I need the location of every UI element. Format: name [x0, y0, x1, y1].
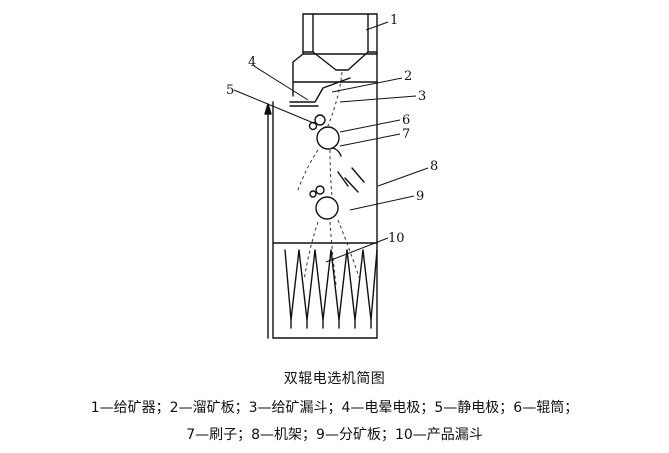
- static-electrode: [314, 114, 326, 126]
- feed-hopper: [292, 53, 378, 97]
- lower-corona-electrode: [309, 190, 317, 198]
- leader-lines: [233, 21, 429, 263]
- chute-plate: [289, 77, 351, 107]
- separator-diagram: 1 2 3 4 5 6 7 8 9 10: [226, 13, 438, 339]
- legend-line-1: 1—给矿器；2—溜矿板；3—给矿漏斗；4—电晕电极；5—静电极；6—辊筒；: [90, 400, 579, 416]
- machine-frame: [264, 95, 378, 339]
- label-8: 8: [430, 159, 438, 174]
- splitter-plate: [337, 167, 365, 193]
- upper-roll: [316, 126, 340, 150]
- material-flow: [297, 71, 361, 286]
- lower-static-electrode: [315, 185, 325, 195]
- label-1: 1: [390, 13, 398, 28]
- brush: [332, 147, 342, 157]
- feeder: [302, 13, 378, 71]
- label-7: 7: [402, 127, 410, 142]
- legend-line-2: 7—刷子；8—机架；9—分矿板；10—产品漏斗: [186, 427, 483, 443]
- label-9: 9: [416, 189, 424, 204]
- label-5: 5: [226, 83, 234, 98]
- label-10: 10: [388, 231, 405, 246]
- label-3: 3: [418, 89, 426, 104]
- label-2: 2: [404, 69, 412, 84]
- lower-roll: [315, 196, 339, 220]
- product-outlets: [290, 319, 372, 329]
- figure-title: 双辊电选机简图: [283, 371, 386, 387]
- label-6: 6: [402, 113, 410, 128]
- label-4: 4: [248, 55, 256, 70]
- product-hopper: [284, 249, 378, 321]
